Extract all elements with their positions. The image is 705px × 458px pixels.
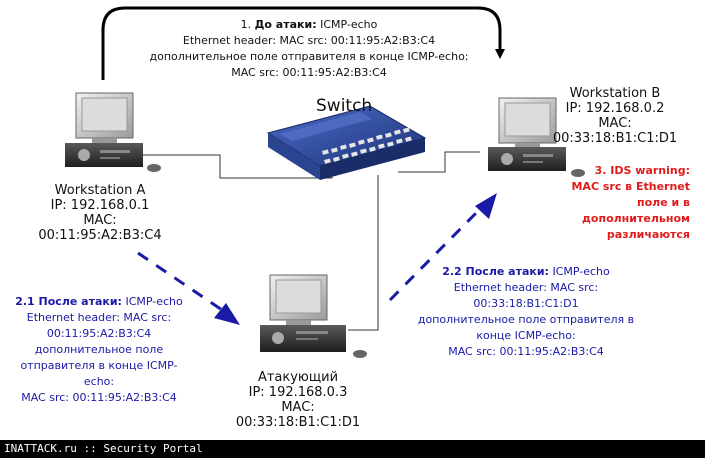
- switch-label: Switch: [316, 96, 373, 116]
- step22-line: дополнительное поле отправителя в: [417, 313, 635, 326]
- workstation-b-icon: [488, 97, 585, 177]
- step22-title: 2.2 После атаки:: [442, 265, 549, 278]
- step1-line: дополнительное поле отправителя в конце …: [149, 50, 469, 63]
- arrow-head-2-2: [475, 193, 497, 219]
- step21-line: 00:11:95:A2:B3:C4: [46, 327, 152, 340]
- switch-icon: [266, 105, 427, 180]
- attacker-name: Атакующий: [257, 370, 339, 385]
- step21-line: отправителя в конце ICMP-: [20, 359, 178, 372]
- ids-warning: 3. IDS warning: MAC src в Ethernet поле …: [560, 163, 690, 243]
- step21-line: дополнительное поле: [34, 343, 164, 356]
- warning-line: поле и в: [636, 196, 690, 209]
- step21-proto: ICMP-echo: [125, 295, 183, 308]
- footer-bar: INATTACK.ru :: Security Portal: [0, 440, 705, 458]
- step1-title: До атаки:: [254, 18, 317, 31]
- step22-line: Ethernet header: MAC src:: [453, 281, 599, 294]
- step21-line: MAC src: 00:11:95:A2:B3:C4: [21, 391, 177, 404]
- arrow-head-2-1: [214, 303, 240, 325]
- workstation-b-ip: IP: 192.168.0.2: [565, 101, 665, 116]
- warning-line: различаются: [606, 228, 690, 241]
- step21-line: echo:: [83, 375, 115, 388]
- step22-line: конце ICMP-echo:: [476, 329, 576, 342]
- workstation-a-name: Workstation A: [54, 183, 146, 198]
- workstation-a-mac-label: MAC:: [83, 213, 117, 228]
- workstation-b-label: Workstation B IP: 192.168.0.2 MAC: 00:33…: [535, 86, 695, 146]
- step21-title: 2.1 После атаки:: [15, 295, 122, 308]
- attack-arrows: [137, 204, 485, 314]
- attacker-label: Атакующий IP: 192.168.0.3 MAC: 00:33:18:…: [218, 370, 378, 430]
- workstation-b-name: Workstation B: [569, 86, 661, 101]
- attacker-ip: IP: 192.168.0.3: [248, 385, 348, 400]
- attacker-mac: 00:33:18:B1:C1:D1: [235, 415, 361, 430]
- workstation-b-mac: 00:33:18:B1:C1:D1: [552, 131, 678, 146]
- step21-line: Ethernet header: MAC src:: [26, 311, 172, 324]
- step1-line: Ethernet header: MAC src: 00:11:95:A2:B3…: [182, 34, 436, 47]
- step1-label: 1. До атаки: ICMP-echo Ethernet header: …: [116, 17, 502, 81]
- step21-label: 2.1 После атаки: ICMP-echo Ethernet head…: [1, 294, 197, 406]
- step1-num: 1.: [240, 18, 252, 31]
- step22-proto: ICMP-echo: [552, 265, 610, 278]
- workstation-a-mac: 00:11:95:A2:B3:C4: [38, 228, 162, 243]
- workstation-a-icon: [65, 92, 161, 172]
- step1-proto: ICMP-echo: [320, 18, 378, 31]
- warning-line: дополнительном: [582, 212, 690, 225]
- footer-text: INATTACK.ru :: Security Portal: [4, 442, 203, 455]
- step1-arrow: [101, 6, 505, 80]
- step22-line: MAC src: 00:11:95:A2:B3:C4: [448, 345, 604, 358]
- attacker-workstation-icon: [260, 274, 367, 358]
- workstation-a-ip: IP: 192.168.0.1: [50, 198, 150, 213]
- attacker-mac-label: MAC:: [281, 400, 315, 415]
- step22-label: 2.2 После атаки: ICMP-echo Ethernet head…: [404, 264, 648, 360]
- step22-line: 00:33:18:B1:C1:D1: [473, 297, 579, 310]
- workstation-b-mac-label: MAC:: [598, 116, 632, 131]
- warning-line: 3. IDS warning:: [594, 164, 690, 177]
- workstation-a-label: Workstation A IP: 192.168.0.1 MAC: 00:11…: [20, 183, 180, 243]
- warning-line: MAC src в Ethernet: [571, 180, 690, 193]
- step1-line: MAC src: 00:11:95:A2:B3:C4: [231, 66, 387, 79]
